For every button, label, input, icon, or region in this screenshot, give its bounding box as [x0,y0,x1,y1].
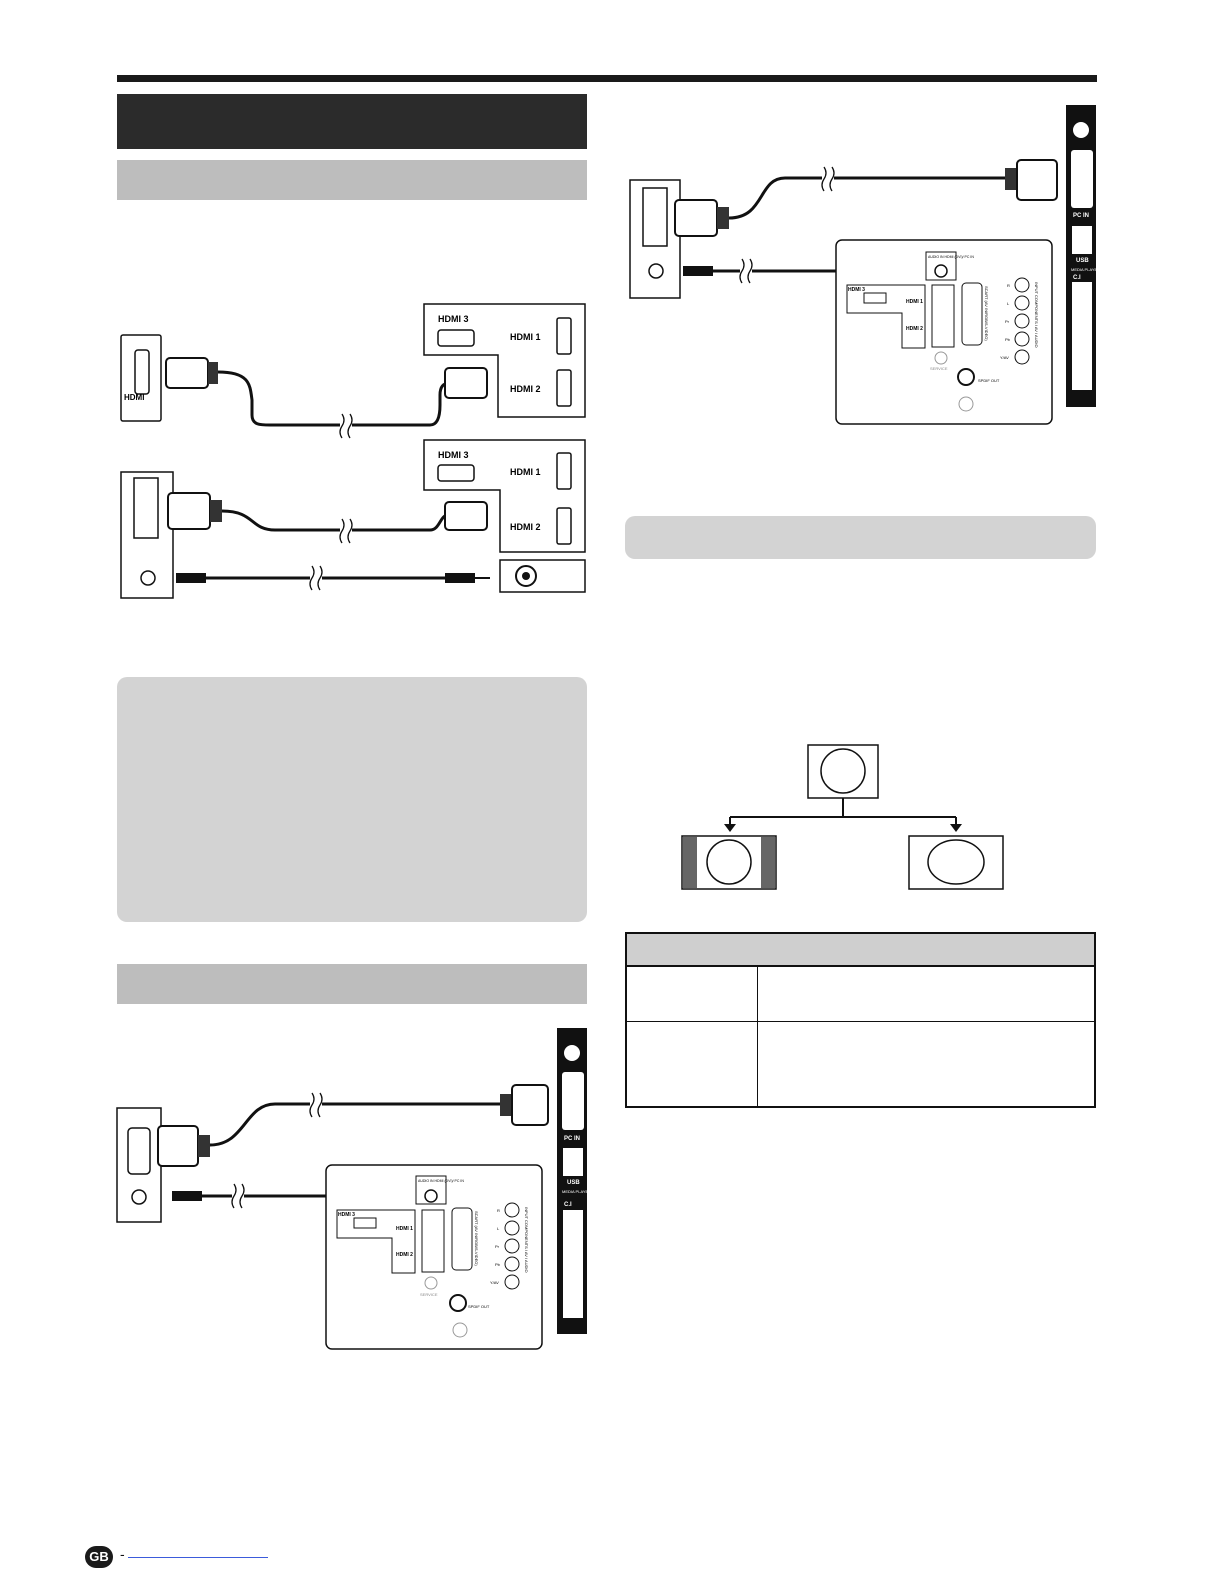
label-hdmi-device: HDMI [124,393,144,402]
region-badge: GB [85,1546,113,1568]
label-jack-pb-a: Pb [1005,337,1011,342]
page-number-dash: - [120,1546,125,1562]
section-header-hdmi [117,160,587,200]
tv-side-strip-1 [1066,105,1096,407]
table-header [627,934,1094,967]
label-jack-yav-b: Y/AV [490,1280,499,1285]
label-hdmi1-d: HDMI 1 [396,1226,413,1232]
label-usb-b: USB [567,1180,580,1186]
note-box [117,677,587,922]
label-hdmi3-b: HDMI 3 [438,450,469,460]
label-ci-a: C.I [1073,275,1081,281]
label-pc-in-a: PC IN [1073,213,1089,219]
label-components-a: INPUT COMPONENTS / AV / AUDIO [1034,282,1039,348]
device-hdmi-output [120,334,162,422]
footer-link-underline[interactable] [128,1557,268,1558]
label-hdmi3-a: HDMI 3 [438,314,469,324]
label-jack-pb-b: Pb [495,1262,501,1267]
device-dvi-output [120,471,174,599]
label-hdmi1-a: HDMI 1 [510,332,541,342]
audio-cable-1 [176,565,490,591]
label-hdmi1-b: HDMI 1 [510,467,541,477]
display-format-table [625,932,1096,1108]
hdmi-cable-1 [165,357,488,439]
label-scart-a: SCART (AV IN/RGB/S-VIDEO) [984,286,989,341]
device-dvi-pc [629,179,681,299]
label-components-b: INPUT COMPONENTS / AV / AUDIO [524,1207,529,1273]
device-vga-pc [116,1107,162,1223]
label-hdmi1-c: HDMI 1 [906,299,923,305]
table-row [627,1021,1094,1053]
tv-hdmi-panel-2 [423,439,586,593]
label-jack-l-b: L [497,1226,500,1231]
label-jack-yav-a: Y/AV [1000,355,1009,360]
section-header-display-format [625,516,1096,559]
tv-rear-panel-2 [325,1164,543,1350]
label-jack-r-b: R [497,1208,500,1213]
dvi-vga-cable [674,159,1058,237]
label-ci-b: C.I [564,1202,572,1208]
label-hdmi3-d: HDMI 3 [338,1212,355,1218]
tv-side-strip-2 [557,1028,587,1334]
label-hdmi2-a: HDMI 2 [510,384,541,394]
dvi-hdmi-cable [167,492,488,544]
label-jack-r-a: R [1007,283,1010,288]
label-jack-pr-b: Pr [495,1244,500,1249]
label-hdmi3-c: HDMI 3 [848,287,865,293]
label-jack-pr-a: Pr [1005,319,1010,324]
aspect-ratio-diagram [681,744,1004,890]
label-service-a: SERVICE [930,366,948,371]
top-rule [117,75,1097,82]
label-hdmi2-b: HDMI 2 [510,522,541,532]
label-hdmi2-d: HDMI 2 [396,1252,413,1258]
page-title-bar [117,94,587,149]
label-jack-l-a: L [1007,301,1010,306]
label-usb-a: USB [1076,258,1089,264]
tv-hdmi-panel-1 [423,303,586,418]
label-service-b: SERVICE [420,1292,438,1297]
label-usb-sub-b: MEDIA PLAYER [562,1189,591,1194]
tv-rear-panel-1 [835,239,1053,425]
table-row [627,965,1094,1022]
label-hdmi2-c: HDMI 2 [906,326,923,332]
section-header-pc [117,964,587,1004]
vga-cable [157,1084,549,1167]
label-pc-in-b: PC IN [564,1136,580,1142]
label-audio-in-a: AUDIO IN HDMI (DVI)/ PC IN [928,255,974,259]
label-scart-b: SCART (AV IN/RGB/S-VIDEO) [474,1211,479,1266]
label-usb-sub-a: MEDIA PLAYER [1071,267,1100,272]
label-spdif-a: SPDIF OUT [978,378,1000,383]
label-spdif-b: SPDIF OUT [468,1304,490,1309]
label-audio-in-b: AUDIO IN HDMI (DVI)/ PC IN [418,1179,464,1183]
